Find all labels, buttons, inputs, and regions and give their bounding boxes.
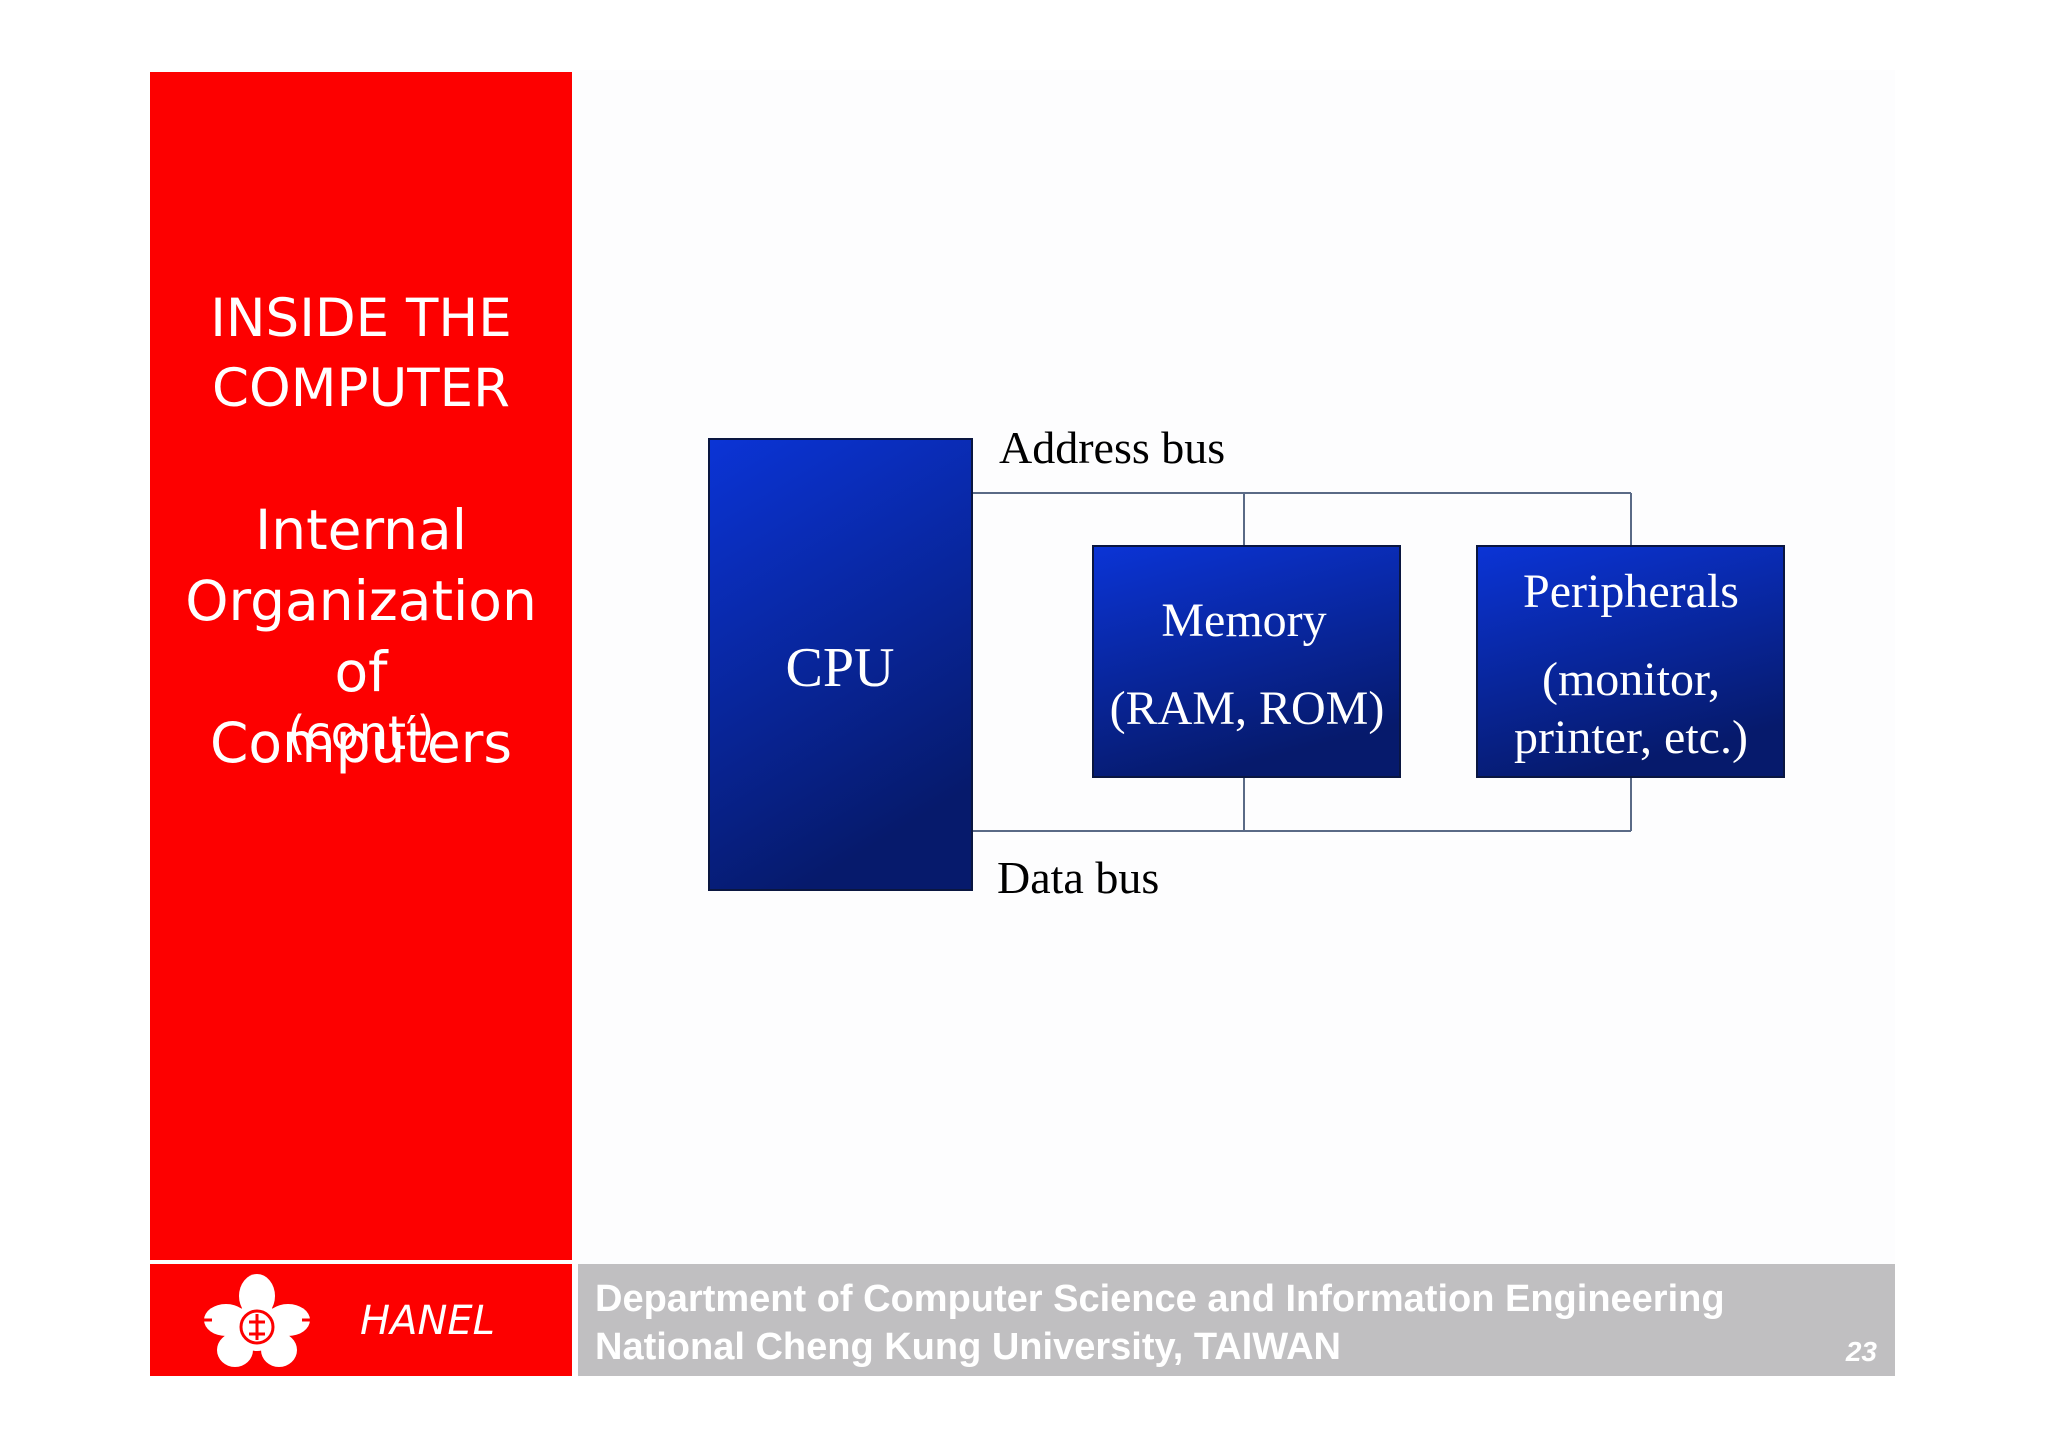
peripherals-example-label: printer, etc.) <box>1514 711 1748 764</box>
memory-label: Memory <box>1161 594 1326 647</box>
data-bus-line <box>972 777 1632 832</box>
continued-label: (cont′) <box>287 706 435 760</box>
page-number: 23 <box>1845 1336 1877 1367</box>
slide-title: INSIDE THE COMPUTER <box>150 284 572 424</box>
data-bus-label: Data bus <box>997 852 1159 903</box>
cpu-label: CPU <box>786 637 895 699</box>
department-name: Department of Computer Science and Infor… <box>595 1278 1725 1320</box>
peripherals-label: Peripherals <box>1523 565 1739 618</box>
author-name: HANEL <box>360 1298 495 1344</box>
peripherals-example-label: (monitor, <box>1542 653 1720 706</box>
memory-box <box>1092 545 1401 778</box>
university-emblem-icon <box>204 1272 310 1367</box>
address-bus-line <box>972 492 1632 546</box>
subtitle-line: Computers <box>209 711 513 775</box>
subtitle-line: Organization of <box>185 569 537 704</box>
peripherals-box <box>1476 545 1785 778</box>
subtitle-line: Internal <box>255 498 467 562</box>
address-bus-label: Address bus <box>999 422 1225 473</box>
sidebar: INSIDE THE COMPUTER Internal Organizatio… <box>150 72 572 1260</box>
footer-logo-area: HANEL <box>150 1264 572 1376</box>
title-line: COMPUTER <box>212 358 510 419</box>
cpu-box <box>708 438 973 891</box>
university-name: National Cheng Kung University, TAIWAN <box>595 1326 1341 1368</box>
memory-types-label: (RAM, ROM) <box>1110 682 1385 735</box>
slide-subtitle: Internal Organization of Computers <box>150 495 572 779</box>
footer-bar: Department of Computer Science and Infor… <box>578 1264 1895 1376</box>
title-line: INSIDE THE <box>210 288 512 349</box>
